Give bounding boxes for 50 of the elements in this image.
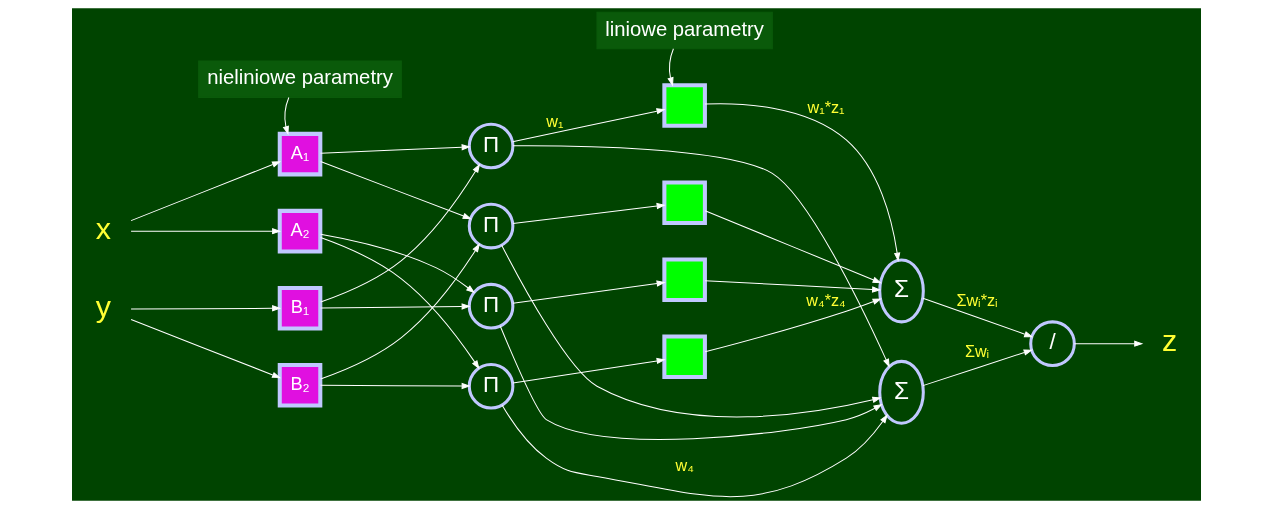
arrow — [704, 280, 881, 293]
arrow — [319, 303, 471, 310]
node-box — [661, 334, 707, 380]
arrow — [511, 145, 890, 368]
arrow — [1073, 340, 1143, 347]
node-text: x — [95, 210, 111, 245]
node-circle: / — [1028, 320, 1076, 367]
arrow — [130, 227, 281, 235]
edge-label: w₄*z₄ — [805, 290, 846, 309]
node-text: z — [1161, 323, 1177, 358]
arrow — [921, 349, 1033, 387]
arrow — [319, 144, 471, 154]
edge-label: w₁*z₁ — [806, 98, 845, 117]
node-box: B₁ — [277, 285, 322, 331]
arrow — [130, 161, 281, 222]
node-text: y — [95, 288, 111, 323]
edge-label: w₄ — [674, 456, 694, 475]
node-ellipse: Σ — [877, 258, 925, 324]
arrow — [921, 297, 1033, 338]
node-box: liniowe parametry — [595, 11, 773, 50]
node-box: A₂ — [277, 208, 322, 254]
node-box — [661, 83, 707, 128]
arrow — [319, 163, 480, 303]
edge-label: Σwᵢ — [964, 341, 989, 360]
arrow — [666, 48, 674, 87]
arrow — [130, 319, 281, 379]
node-box — [661, 180, 707, 226]
arrow — [499, 325, 883, 440]
node-circle: Π — [467, 202, 514, 250]
arrow — [319, 382, 471, 390]
arrow — [282, 96, 289, 136]
node-box: B₂ — [277, 362, 322, 408]
node-box: nieliniowe parametry — [197, 60, 402, 98]
arrow — [704, 103, 900, 262]
arrow — [511, 280, 666, 304]
arrow — [501, 404, 888, 498]
arrow — [130, 305, 281, 312]
arrow — [319, 161, 472, 220]
node-box — [661, 257, 707, 303]
node-box: A₁ — [277, 131, 322, 177]
arrow — [319, 233, 475, 294]
arrow — [511, 202, 666, 225]
edge-label: w₁ — [545, 111, 563, 130]
arrow — [704, 298, 882, 353]
arrow — [500, 244, 882, 418]
node-circle: Π — [467, 122, 514, 170]
arrow — [704, 210, 882, 284]
arrow — [511, 357, 666, 384]
edge-label: Σwᵢ*zᵢ — [955, 290, 998, 309]
arrow — [511, 108, 666, 143]
